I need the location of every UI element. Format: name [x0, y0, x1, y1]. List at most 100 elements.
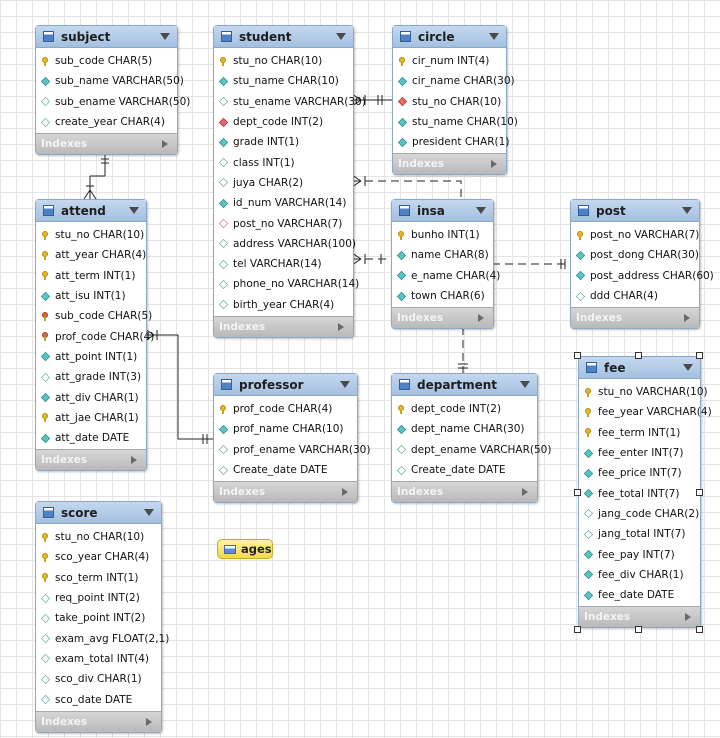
table-student[interactable]: student stu_no CHAR(10)stu_name CHAR(10)… — [213, 25, 366, 338]
resize-handle-middle-left[interactable] — [574, 489, 581, 496]
column-row[interactable]: prof_code CHAR(4) — [214, 399, 357, 419]
indexes-section[interactable]: Indexes — [392, 307, 493, 329]
column-row[interactable]: post_address CHAR(60) — [571, 266, 714, 286]
resize-handle-top-center[interactable] — [635, 352, 642, 359]
table-header[interactable]: subject — [36, 26, 177, 48]
column-row[interactable]: fee_total INT(7) — [579, 483, 700, 503]
column-row[interactable]: prof_code CHAR(4) — [36, 326, 154, 346]
collapse-arrow-icon[interactable] — [683, 364, 693, 371]
expand-arrow-icon[interactable] — [342, 488, 348, 497]
column-row[interactable]: stu_no VARCHAR(10) — [579, 382, 708, 402]
column-row[interactable]: sco_date DATE — [36, 689, 161, 709]
indexes-section[interactable]: Indexes — [392, 481, 537, 503]
column-row[interactable]: stu_no CHAR(10) — [393, 92, 506, 112]
column-row[interactable]: dept_code INT(2) — [214, 112, 353, 132]
expand-arrow-icon[interactable] — [146, 717, 152, 726]
column-row[interactable]: e_name CHAR(4) — [392, 266, 500, 286]
expand-arrow-icon[interactable] — [684, 314, 690, 323]
column-row[interactable]: ddd CHAR(4) — [571, 286, 699, 306]
indexes-section[interactable]: Indexes — [36, 133, 177, 155]
table-subject[interactable]: subject sub_code CHAR(5)sub_name VARCHAR… — [35, 25, 190, 156]
table-header[interactable]: attend — [36, 200, 146, 222]
column-row[interactable]: att_point INT(1) — [36, 347, 146, 367]
column-row[interactable]: cir_num INT(4) — [393, 51, 506, 71]
column-row[interactable]: sub_ename VARCHAR(50) — [36, 92, 190, 112]
column-row[interactable]: phone_no VARCHAR(14) — [214, 274, 359, 294]
column-row[interactable]: fee_date DATE — [579, 585, 700, 605]
column-row[interactable]: sco_div CHAR(1) — [36, 669, 161, 689]
column-row[interactable]: jang_total INT(7) — [579, 524, 700, 544]
collapse-arrow-icon[interactable] — [336, 33, 346, 40]
column-row[interactable]: att_grade INT(3) — [36, 367, 146, 387]
table-attend[interactable]: attend stu_no CHAR(10)att_year CHAR(4)at… — [35, 199, 154, 472]
column-row[interactable]: fee_year VARCHAR(4) — [579, 402, 712, 422]
column-row[interactable]: juya CHAR(2) — [214, 173, 353, 193]
collapse-arrow-icon[interactable] — [340, 381, 350, 388]
column-row[interactable]: Create_date DATE — [392, 460, 537, 480]
column-row[interactable]: tel VARCHAR(14) — [214, 254, 353, 274]
table-header[interactable]: fee — [579, 357, 700, 379]
column-row[interactable]: take_point INT(2) — [36, 608, 161, 628]
expand-arrow-icon[interactable] — [491, 160, 497, 169]
column-row[interactable]: fee_pay INT(7) — [579, 544, 700, 564]
expand-arrow-icon[interactable] — [338, 322, 344, 331]
column-row[interactable]: jang_code CHAR(2) — [579, 504, 700, 524]
collapse-arrow-icon[interactable] — [682, 207, 692, 214]
indexes-section[interactable]: Indexes — [36, 449, 146, 471]
view-ages[interactable]: ages — [217, 539, 273, 559]
column-row[interactable]: prof_ename VARCHAR(30) — [214, 440, 370, 460]
table-header[interactable]: score — [36, 502, 161, 524]
collapse-arrow-icon[interactable] — [489, 33, 499, 40]
column-row[interactable]: att_div CHAR(1) — [36, 387, 146, 407]
column-row[interactable]: att_jae CHAR(1) — [36, 408, 146, 428]
resize-handle-middle-right[interactable] — [696, 489, 703, 496]
table-circle[interactable]: circle cir_num INT(4)cir_name CHAR(30)st… — [392, 25, 518, 176]
indexes-section[interactable]: Indexes — [36, 710, 161, 732]
indexes-section[interactable]: Indexes — [393, 153, 506, 175]
column-row[interactable]: town CHAR(6) — [392, 286, 493, 306]
column-row[interactable]: att_year CHAR(4) — [36, 245, 146, 265]
column-row[interactable]: class INT(1) — [214, 152, 353, 172]
column-row[interactable]: stu_no CHAR(10) — [214, 51, 353, 71]
collapse-arrow-icon[interactable] — [160, 33, 170, 40]
column-row[interactable]: sub_code CHAR(5) — [36, 306, 152, 326]
column-row[interactable]: stu_no CHAR(10) — [36, 527, 161, 547]
column-row[interactable]: sub_code CHAR(5) — [36, 51, 177, 71]
column-row[interactable]: exam_avg FLOAT(2,1) — [36, 628, 169, 648]
table-insa[interactable]: insa bunho INT(1)name CHAR(8)e_name CHAR… — [391, 199, 500, 330]
column-row[interactable]: att_term INT(1) — [36, 266, 146, 286]
column-row[interactable]: address VARCHAR(100) — [214, 234, 356, 254]
indexes-section[interactable]: Indexes — [579, 606, 700, 628]
resize-handle-bottom-right[interactable] — [696, 626, 703, 633]
collapse-arrow-icon[interactable] — [129, 207, 139, 214]
rel-subject-attend[interactable] — [83, 155, 109, 200]
table-header[interactable]: department — [392, 374, 537, 396]
indexes-section[interactable]: Indexes — [214, 315, 353, 337]
column-row[interactable]: fee_term INT(1) — [579, 423, 700, 443]
resize-handle-bottom-center[interactable] — [635, 626, 642, 633]
resize-handle-top-left[interactable] — [574, 352, 581, 359]
column-row[interactable]: stu_name CHAR(10) — [214, 71, 353, 91]
column-row[interactable]: create_year CHAR(4) — [36, 112, 177, 132]
rel-student-insa-lower[interactable] — [351, 252, 391, 266]
rel-insa-post[interactable] — [492, 259, 570, 269]
expand-arrow-icon[interactable] — [685, 613, 691, 622]
table-fee[interactable]: fee stu_no VARCHAR(10)fee_year VARCHAR(4… — [578, 356, 712, 629]
column-row[interactable]: fee_div CHAR(1) — [579, 565, 700, 585]
column-row[interactable]: stu_name CHAR(10) — [393, 112, 518, 132]
column-row[interactable]: fee_enter INT(7) — [579, 443, 700, 463]
column-row[interactable]: dept_code INT(2) — [392, 399, 537, 419]
rel-student-insa-upper[interactable] — [351, 174, 462, 199]
collapse-arrow-icon[interactable] — [476, 207, 486, 214]
column-row[interactable]: post_dong CHAR(30) — [571, 245, 699, 265]
column-row[interactable]: grade INT(1) — [214, 132, 353, 152]
column-row[interactable]: exam_total INT(4) — [36, 649, 161, 669]
column-row[interactable]: name CHAR(8) — [392, 245, 493, 265]
column-row[interactable]: dept_name CHAR(30) — [392, 419, 537, 439]
column-row[interactable]: sco_year CHAR(4) — [36, 547, 161, 567]
column-row[interactable]: sub_name VARCHAR(50) — [36, 71, 184, 91]
table-header[interactable]: post — [571, 200, 699, 222]
column-row[interactable]: Create_date DATE — [214, 460, 357, 480]
table-header[interactable]: professor — [214, 374, 357, 396]
column-row[interactable]: cir_name CHAR(30) — [393, 71, 515, 91]
